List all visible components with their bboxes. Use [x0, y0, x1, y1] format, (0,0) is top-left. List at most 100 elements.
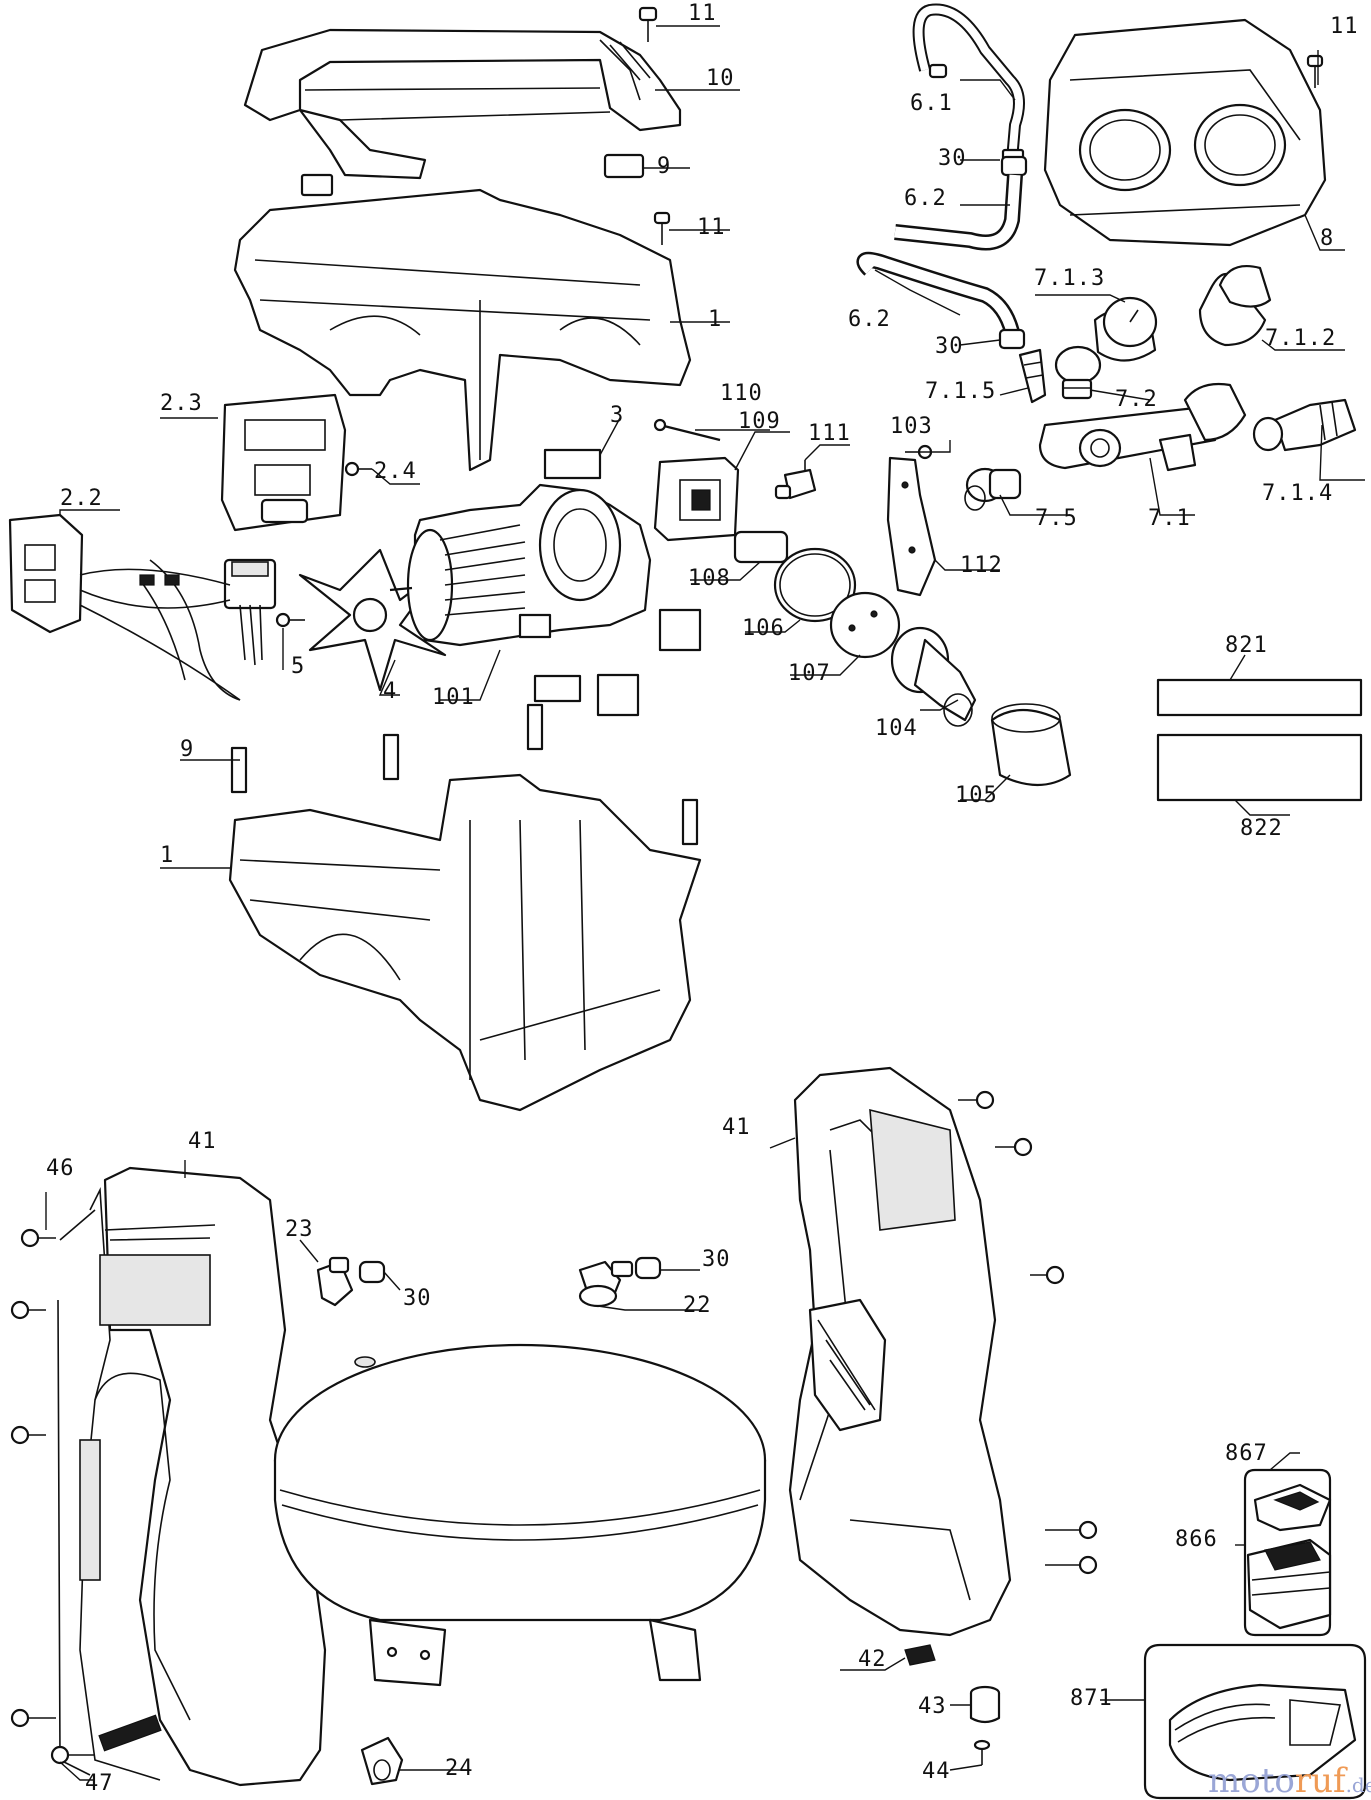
- callout-label: 6.2: [904, 186, 947, 211]
- callout-label: 3: [610, 403, 624, 428]
- callout-label: 866: [1175, 1527, 1218, 1552]
- piston-rod-part: [890, 626, 977, 727]
- callout-label: 47: [85, 1771, 114, 1796]
- pad-part: [533, 674, 582, 703]
- callout-label: 105: [955, 783, 998, 808]
- callout-label: 30: [938, 146, 967, 171]
- cylinder-sleeve-part: [990, 703, 1072, 786]
- nut-part: [526, 703, 544, 751]
- callout-label: 24: [445, 1756, 474, 1781]
- hose-clamp-part: [358, 1260, 386, 1284]
- clip-part: [904, 1644, 936, 1666]
- rod-part: [653, 418, 721, 442]
- bolt-part: [50, 1745, 94, 1765]
- motor-part: [389, 483, 652, 647]
- bolt-part: [1045, 1555, 1098, 1575]
- fan-blade-part: [298, 548, 447, 692]
- valve-plate-part: [829, 591, 901, 659]
- bolt-part: [20, 1228, 56, 1248]
- callout-label: 46: [46, 1156, 75, 1181]
- callout-label: 1: [160, 843, 174, 868]
- callout-label: 822: [1240, 816, 1283, 841]
- callout-label: 2.2: [60, 486, 103, 511]
- callout-label: 10: [706, 66, 735, 91]
- screw-part: [1306, 54, 1324, 88]
- callout-label: 11: [688, 1, 717, 26]
- screw-part: [973, 1739, 991, 1765]
- callout-label: 6.2: [848, 307, 891, 332]
- quick-coupler-part: [1252, 398, 1357, 452]
- callout-label: 110: [720, 381, 763, 406]
- bolt-part: [1045, 1520, 1098, 1540]
- callout-label: 30: [702, 1247, 731, 1272]
- elbow-fitting-part: [316, 1256, 354, 1307]
- charger-part: [1168, 1683, 1357, 1782]
- elbow-fitting-part: [578, 1260, 634, 1308]
- callout-label: 2.4: [374, 459, 417, 484]
- pad-part: [658, 608, 702, 652]
- top-cover-part: [1043, 18, 1327, 247]
- callout-label: 5: [291, 654, 305, 679]
- callout-label: 9: [657, 154, 671, 179]
- leader-lines: [45, 25, 1365, 1781]
- hose-part: [856, 174, 1023, 335]
- callout-label: 44: [922, 1759, 951, 1784]
- watermark-logo: motoruf.de: [1208, 1761, 1371, 1800]
- callout-label: 7.1.5: [925, 379, 996, 404]
- callout-label: 42: [858, 1647, 887, 1672]
- callout-label: 821: [1225, 633, 1268, 658]
- pressure-gauge-part: [1093, 296, 1158, 362]
- top-handle-part: [243, 28, 682, 180]
- callout-label: 108: [688, 566, 731, 591]
- callout-label: 867: [1225, 1441, 1268, 1466]
- o-ring-part: [773, 547, 857, 623]
- nut-part: [382, 733, 400, 781]
- left-side-frame-part: [57, 1166, 327, 1787]
- fitting-part: [774, 460, 817, 500]
- watermark-part2: ruf: [1295, 1761, 1348, 1800]
- callout-label: 7.2: [1115, 387, 1158, 412]
- nut-part: [603, 153, 645, 179]
- screw-part: [344, 461, 372, 477]
- hose-clamp-part: [1000, 155, 1028, 177]
- nut-part: [681, 798, 699, 846]
- label-plate-822: [1156, 733, 1363, 802]
- callout-label: 9: [180, 737, 194, 762]
- bolt-part: [10, 1425, 46, 1445]
- callout-label: 41: [188, 1129, 217, 1154]
- label-plate-821: [1156, 678, 1363, 717]
- callout-label: 30: [403, 1286, 432, 1311]
- gasket-part: [733, 530, 789, 564]
- callout-label: 7.1.3: [1034, 266, 1105, 291]
- callout-labels: 11 10 9 11 1 2.3 2.4 3 110 109 111 2.2 5…: [46, 1, 1359, 1796]
- bolt-part: [10, 1300, 46, 1320]
- pad-part: [596, 673, 640, 717]
- callout-label: 7.1: [1148, 506, 1191, 531]
- regulator-knob-part: [1198, 264, 1272, 347]
- callout-label: 7.1.4: [1262, 481, 1333, 506]
- callout-label: 41: [722, 1115, 751, 1140]
- callout-label: 6.1: [910, 91, 953, 116]
- callout-label: 109: [738, 409, 781, 434]
- callout-label: 112: [960, 553, 1003, 578]
- callout-label: 23: [285, 1217, 314, 1242]
- bolt-part: [958, 1090, 995, 1110]
- callout-label: 43: [918, 1694, 947, 1719]
- callout-label: 7.1.2: [1265, 326, 1336, 351]
- rubber-foot-part: [969, 1685, 1001, 1724]
- pressure-switch-part: [1054, 345, 1102, 400]
- callout-label: 30: [935, 334, 964, 359]
- callout-label: 103: [890, 414, 933, 439]
- right-side-frame-part: [788, 1066, 1012, 1637]
- manifold-part: [1038, 382, 1247, 472]
- callout-label: 4: [383, 679, 397, 704]
- screw-part: [275, 612, 305, 628]
- callout-label: 11: [1330, 14, 1359, 39]
- callout-label: 101: [432, 685, 475, 710]
- callout-label: 1: [708, 307, 722, 332]
- bolt-part: [1030, 1265, 1065, 1285]
- hose-clamp-part: [998, 328, 1026, 350]
- control-panel-cover-part: [220, 393, 347, 532]
- bolt-part: [995, 1137, 1033, 1157]
- bracket-part: [886, 456, 937, 597]
